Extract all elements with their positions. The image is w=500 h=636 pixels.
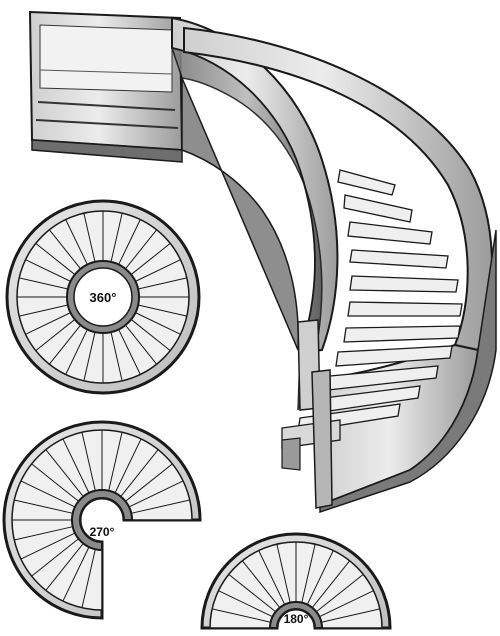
full-turn-tread-line xyxy=(130,319,171,352)
full-turn-tread-line xyxy=(125,229,158,270)
full-turn-tread-line xyxy=(48,229,81,270)
full-turn-tread-line xyxy=(118,329,141,375)
half-turn-tread-line xyxy=(316,573,364,613)
full-turn-tread-line xyxy=(110,213,123,263)
three-quarter-turn-tread-line xyxy=(81,432,96,491)
full-turn-plan: 360° xyxy=(5,199,201,395)
three-quarter-turn-tread-line xyxy=(81,549,96,608)
full-turn-tread-line xyxy=(135,312,181,335)
half-turn-tread-line xyxy=(319,590,374,618)
full-turn-tread-line xyxy=(19,277,69,290)
three-quarter-turn-tread-line xyxy=(31,463,79,502)
three-quarter-turn-tread-line xyxy=(108,432,123,491)
half-turn-label: 180° xyxy=(284,612,309,626)
full-turn-tread-line xyxy=(125,324,158,365)
half-turn-tread-line xyxy=(258,550,286,605)
three-quarter-turn-tread-line xyxy=(20,480,76,508)
full-turn-tread-line xyxy=(83,331,96,381)
full-turn-tread-line xyxy=(65,219,88,265)
full-turn-plan-treads xyxy=(17,211,189,383)
full-turn-tread-line xyxy=(137,304,187,317)
half-turn-tread-line xyxy=(228,573,276,613)
three-quarter-turn-tread-line xyxy=(45,449,84,497)
outer-wall-bottom-panel xyxy=(311,369,333,509)
full-turn-tread-line xyxy=(130,242,171,275)
full-turn-tread-line xyxy=(83,213,96,263)
half-turn-tread-line xyxy=(212,608,271,623)
half-turn-plan: 180° xyxy=(200,532,392,630)
three-quarter-turn-tread-line xyxy=(20,532,76,560)
three-quarter-turn-tread-line xyxy=(62,546,90,602)
full-turn-tread-line xyxy=(35,242,76,275)
full-turn-tread-line xyxy=(25,312,71,335)
full-turn-tread-line xyxy=(110,331,123,381)
half-turn-tread-line xyxy=(241,560,281,608)
half-turn-tread-line xyxy=(301,544,316,603)
full-turn-tread-line xyxy=(48,324,81,365)
full-turn-tread-line xyxy=(19,304,69,317)
half-turn-tread-line xyxy=(311,560,351,608)
full-turn-tread-line xyxy=(35,319,76,352)
full-turn-label: 360° xyxy=(90,290,117,305)
three-quarter-turn-tread-line xyxy=(14,526,73,541)
three-quarter-turn-plan: 270° xyxy=(2,420,202,620)
half-turn-tread-line xyxy=(276,544,291,603)
three-quarter-turn-tread-line xyxy=(131,499,190,514)
top-landing xyxy=(28,10,184,163)
three-quarter-turn-tread-line xyxy=(14,499,73,514)
half-turn-tread-line xyxy=(218,590,273,618)
full-turn-tread-line xyxy=(118,219,141,265)
full-turn-tread-line xyxy=(65,329,88,375)
half-turn-plan-treads xyxy=(210,542,382,629)
three-quarter-turn-tread-line xyxy=(45,543,84,591)
staircase-perspective-view xyxy=(28,10,497,514)
full-turn-tread-line xyxy=(137,277,187,290)
half-turn-tread-line xyxy=(306,550,334,605)
three-quarter-turn-tread-line xyxy=(62,438,90,494)
three-quarter-turn-tread-line xyxy=(31,538,79,577)
three-quarter-turn-tread-line xyxy=(114,438,142,494)
three-quarter-turn-tread-line xyxy=(120,449,159,497)
full-turn-tread-line xyxy=(135,259,181,282)
full-turn-tread-line xyxy=(25,259,71,282)
three-quarter-turn-tread-line xyxy=(128,480,184,508)
three-quarter-turn-tread-line xyxy=(125,463,173,502)
half-turn-tread-line xyxy=(321,608,380,623)
three-quarter-turn-plan-treads xyxy=(12,430,192,610)
three-quarter-turn-label: 270° xyxy=(90,525,115,539)
